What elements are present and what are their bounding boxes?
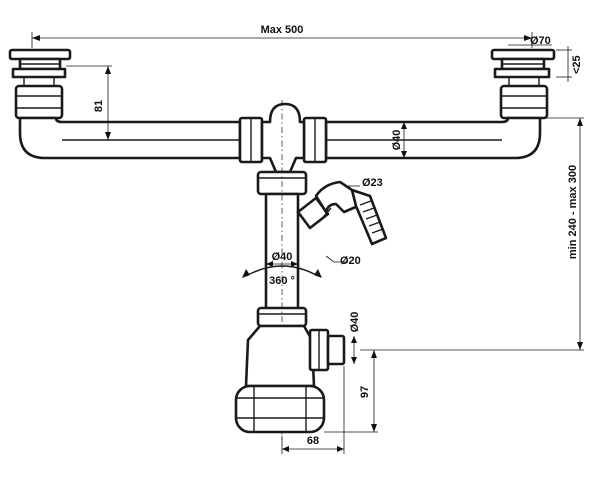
height-range-dimension: min 240 - max 300 bbox=[360, 117, 584, 351]
trap-offset-label: 68 bbox=[307, 435, 319, 447]
strainer-diameter-label: Ø70 bbox=[530, 35, 551, 47]
max-width-label: Max 500 bbox=[261, 24, 304, 36]
tail-height-label: 81 bbox=[93, 100, 105, 112]
trap-offset-dimension: 68 bbox=[281, 366, 345, 454]
left-strainer bbox=[8, 48, 72, 120]
outlet-diameter-label: Ø40 bbox=[349, 312, 361, 333]
bottle-trap bbox=[234, 324, 346, 434]
trap-height-label: 97 bbox=[359, 386, 371, 398]
vertical-pipe-diameter-label: Ø40 bbox=[272, 251, 293, 263]
vertical-pipe-diameter-dimension: Ø40 bbox=[266, 251, 298, 267]
hose-end-diameter-dimension: Ø20 bbox=[325, 255, 361, 267]
hose-connector bbox=[296, 180, 388, 246]
trap-height-dimension: 97 bbox=[324, 350, 378, 433]
tail-height-dimension: 81 bbox=[66, 65, 112, 140]
hose-connector-diameter-label: Ø23 bbox=[362, 177, 383, 189]
hose-end-diameter-label: Ø20 bbox=[340, 255, 361, 267]
strainer-height-label: <25 bbox=[571, 55, 583, 74]
upper-pipe-diameter-dimension: Ø40 bbox=[391, 122, 407, 158]
outlet-diameter-dimension: Ø40 bbox=[349, 312, 361, 364]
strainer-diameter-dimension: Ø70 bbox=[508, 35, 552, 47]
rotation-label: 360 ° bbox=[269, 275, 295, 287]
height-range-label: min 240 - max 300 bbox=[567, 165, 579, 259]
hose-connector-diameter-dimension: Ø23 bbox=[346, 177, 383, 189]
right-strainer bbox=[490, 48, 556, 120]
vertical-pipe bbox=[256, 100, 308, 440]
strainer-height-dimension: <25 bbox=[556, 46, 583, 82]
central-tee bbox=[238, 102, 328, 174]
max-width-dimension: Max 500 bbox=[31, 24, 533, 48]
rotation-arrow bbox=[242, 265, 322, 278]
upper-pipe-diameter-label: Ø40 bbox=[391, 130, 403, 151]
horizontal-drain-pipe bbox=[18, 116, 542, 160]
